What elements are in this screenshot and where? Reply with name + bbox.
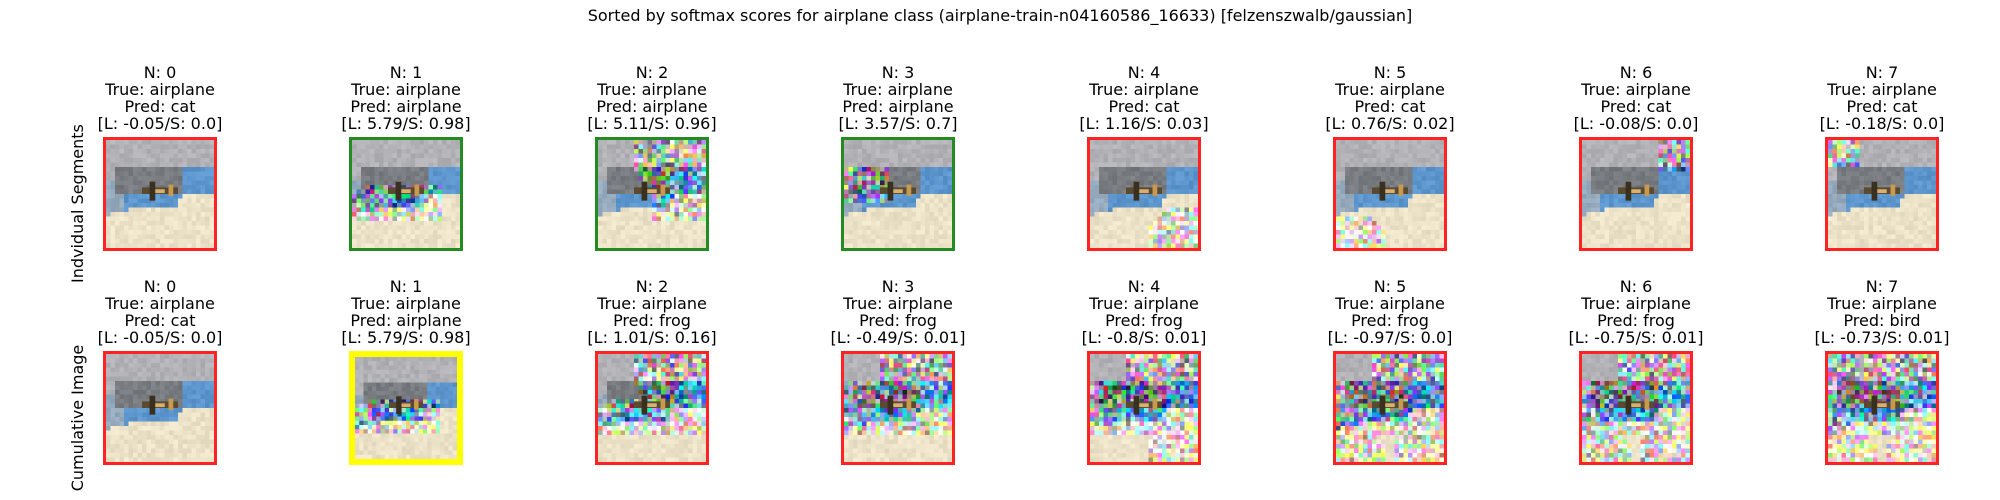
segment-image-individual-1 bbox=[349, 137, 463, 251]
predicted-class-label: Pred: frog bbox=[613, 311, 691, 330]
logit-softmax-label: [L: -0.8/S: 0.01] bbox=[1081, 328, 1207, 347]
true-class-label: True: airplane bbox=[843, 80, 953, 99]
true-class-label: True: airplane bbox=[1335, 80, 1445, 99]
panel-index-label: N: 1 bbox=[389, 63, 423, 82]
predicted-class-label: Pred: frog bbox=[859, 311, 937, 330]
logit-softmax-label: [L: -0.73/S: 0.01] bbox=[1814, 328, 1950, 347]
panel-index-label: N: 4 bbox=[1127, 277, 1161, 296]
panel-index-label: N: 0 bbox=[143, 277, 177, 296]
logit-softmax-label: [L: 1.01/S: 0.16] bbox=[587, 328, 717, 347]
segment-image-cumulative-3 bbox=[841, 351, 955, 465]
segment-image-individual-5 bbox=[1333, 137, 1447, 251]
predicted-class-label: Pred: cat bbox=[1600, 97, 1672, 116]
predicted-class-label: Pred: airplane bbox=[842, 97, 954, 116]
predicted-class-label: Pred: frog bbox=[1597, 311, 1675, 330]
true-class-label: True: airplane bbox=[1089, 80, 1199, 99]
logit-softmax-label: [L: -0.05/S: 0.0] bbox=[97, 328, 223, 347]
logit-softmax-label: [L: 1.16/S: 0.03] bbox=[1079, 114, 1209, 133]
logit-softmax-label: [L: -0.05/S: 0.0] bbox=[97, 114, 223, 133]
logit-softmax-label: [L: 0.76/S: 0.02] bbox=[1325, 114, 1455, 133]
predicted-class-label: Pred: frog bbox=[1351, 311, 1429, 330]
true-class-label: True: airplane bbox=[105, 294, 215, 313]
segment-image-cumulative-4 bbox=[1087, 351, 1201, 465]
true-class-label: True: airplane bbox=[1581, 294, 1691, 313]
logit-softmax-label: [L: 5.11/S: 0.96] bbox=[587, 114, 717, 133]
predicted-class-label: Pred: cat bbox=[124, 311, 196, 330]
predicted-class-label: Pred: cat bbox=[124, 97, 196, 116]
logit-softmax-label: [L: -0.08/S: 0.0] bbox=[1573, 114, 1699, 133]
panel-index-label: N: 7 bbox=[1865, 63, 1899, 82]
segment-image-individual-4 bbox=[1087, 137, 1201, 251]
predicted-class-label: Pred: cat bbox=[1108, 97, 1180, 116]
true-class-label: True: airplane bbox=[351, 294, 461, 313]
logit-softmax-label: [L: -0.97/S: 0.0] bbox=[1327, 328, 1453, 347]
panel-index-label: N: 5 bbox=[1373, 63, 1407, 82]
segment-image-individual-2 bbox=[595, 137, 709, 251]
true-class-label: True: airplane bbox=[351, 80, 461, 99]
true-class-label: True: airplane bbox=[1335, 294, 1445, 313]
logit-softmax-label: [L: 5.79/S: 0.98] bbox=[341, 328, 471, 347]
true-class-label: True: airplane bbox=[1827, 80, 1937, 99]
segment-image-individual-0 bbox=[103, 137, 217, 251]
segment-image-cumulative-7 bbox=[1825, 351, 1939, 465]
segment-image-cumulative-1 bbox=[349, 351, 463, 465]
segment-image-individual-7 bbox=[1825, 137, 1939, 251]
logit-softmax-label: [L: -0.49/S: 0.01] bbox=[830, 328, 966, 347]
predicted-class-label: Pred: frog bbox=[1105, 311, 1183, 330]
true-class-label: True: airplane bbox=[1581, 80, 1691, 99]
logit-softmax-label: [L: -0.75/S: 0.01] bbox=[1568, 328, 1704, 347]
panel-index-label: N: 7 bbox=[1865, 277, 1899, 296]
segment-image-cumulative-6 bbox=[1579, 351, 1693, 465]
segment-image-cumulative-5 bbox=[1333, 351, 1447, 465]
segment-image-cumulative-2 bbox=[595, 351, 709, 465]
row-label-cumulative-image: Cumulative Image bbox=[68, 344, 87, 492]
predicted-class-label: Pred: airplane bbox=[350, 311, 462, 330]
panel-index-label: N: 2 bbox=[635, 63, 669, 82]
panel-index-label: N: 2 bbox=[635, 277, 669, 296]
predicted-class-label: Pred: cat bbox=[1354, 97, 1426, 116]
segment-image-cumulative-0 bbox=[103, 351, 217, 465]
panel-index-label: N: 3 bbox=[881, 277, 915, 296]
logit-softmax-label: [L: 3.57/S: 0.7] bbox=[838, 114, 958, 133]
true-class-label: True: airplane bbox=[597, 294, 707, 313]
row-label-individual-segments: Indvidual Segments bbox=[68, 124, 87, 283]
true-class-label: True: airplane bbox=[597, 80, 707, 99]
true-class-label: True: airplane bbox=[105, 80, 215, 99]
panel-index-label: N: 5 bbox=[1373, 277, 1407, 296]
panel-index-label: N: 3 bbox=[881, 63, 915, 82]
panel-index-label: N: 4 bbox=[1127, 63, 1161, 82]
segment-image-individual-3 bbox=[841, 137, 955, 251]
logit-softmax-label: [L: -0.18/S: 0.0] bbox=[1819, 114, 1945, 133]
predicted-class-label: Pred: airplane bbox=[350, 97, 462, 116]
predicted-class-label: Pred: airplane bbox=[596, 97, 708, 116]
panel-index-label: N: 6 bbox=[1619, 277, 1653, 296]
predicted-class-label: Pred: cat bbox=[1846, 97, 1918, 116]
panel-index-label: N: 1 bbox=[389, 277, 423, 296]
figure-title: Sorted by softmax scores for airplane cl… bbox=[587, 6, 1413, 25]
logit-softmax-label: [L: 5.79/S: 0.98] bbox=[341, 114, 471, 133]
true-class-label: True: airplane bbox=[843, 294, 953, 313]
panel-index-label: N: 0 bbox=[143, 63, 177, 82]
true-class-label: True: airplane bbox=[1827, 294, 1937, 313]
segment-image-individual-6 bbox=[1579, 137, 1693, 251]
true-class-label: True: airplane bbox=[1089, 294, 1199, 313]
predicted-class-label: Pred: bird bbox=[1843, 311, 1921, 330]
panel-index-label: N: 6 bbox=[1619, 63, 1653, 82]
